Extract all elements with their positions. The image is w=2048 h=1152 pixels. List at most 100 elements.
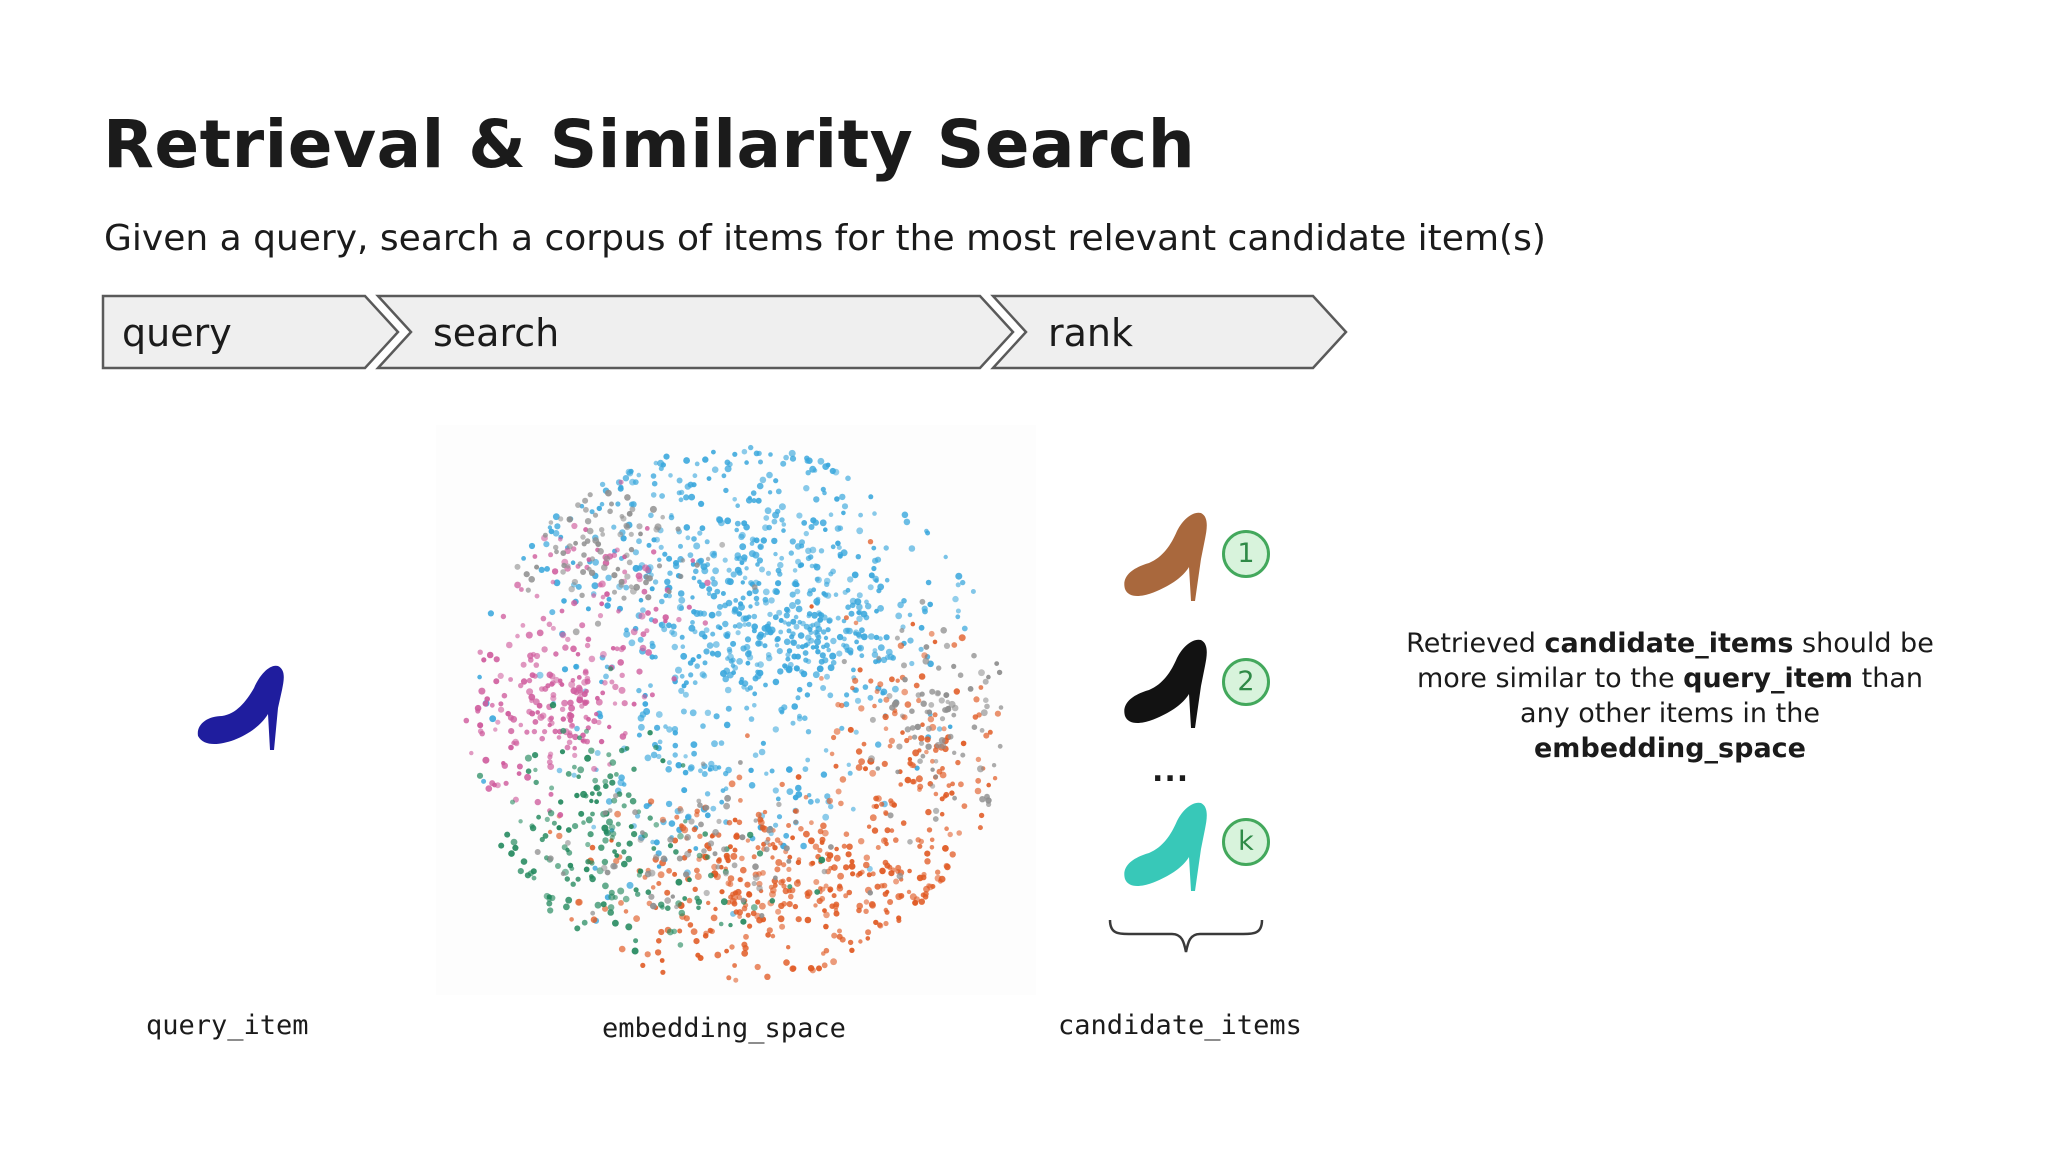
embedding-point [633, 915, 640, 922]
embedding-point [630, 587, 637, 595]
embedding-point [917, 748, 922, 753]
embedding-point [520, 678, 528, 685]
embedding-point [722, 557, 728, 563]
embedding-point [712, 641, 720, 648]
embedding-point [622, 895, 630, 903]
embedding-point [698, 821, 704, 828]
embedding-point [609, 759, 617, 766]
embedding-point [771, 537, 778, 545]
embedding-point [847, 576, 854, 583]
embedding-point [542, 532, 548, 538]
embedding-point [779, 923, 786, 930]
embedding-point [567, 711, 573, 717]
embedding-point [992, 776, 998, 781]
embedding-point [743, 523, 750, 531]
embedding-point [977, 825, 983, 831]
embedding-point [680, 763, 686, 768]
embedding-point [904, 737, 910, 744]
embedding-point [622, 569, 628, 575]
embedding-point [663, 453, 670, 460]
embedding-point [747, 685, 753, 691]
embedding-point [746, 621, 752, 627]
embedding-point [566, 516, 573, 523]
embedding-point [602, 837, 609, 844]
embedding-point [680, 644, 686, 649]
embedding-point [645, 649, 652, 656]
stage-rank-label: rank [1048, 311, 1133, 355]
embedding-point [683, 915, 690, 922]
embedding-point [875, 741, 882, 748]
stage-search-label: search [433, 311, 560, 355]
embedding-point [983, 697, 989, 703]
embedding-point [717, 603, 723, 610]
embedding-point [867, 694, 874, 701]
embedding-point [909, 708, 915, 714]
embedding-point [885, 889, 890, 895]
embedding-point [756, 850, 764, 857]
embedding-point [742, 575, 748, 581]
embedding-point [796, 644, 801, 650]
embedding-point [909, 725, 916, 731]
embedding-point [895, 769, 900, 775]
embedding-point [650, 473, 657, 479]
embedding-point [538, 566, 545, 573]
embedding-point [683, 871, 690, 878]
embedding-point [806, 457, 813, 464]
embedding-point [847, 939, 854, 946]
embedding-point [584, 675, 591, 682]
embedding-point [918, 646, 924, 652]
embedding-point [743, 933, 749, 940]
embedding-point [664, 578, 671, 585]
embedding-point [568, 681, 576, 688]
embedding-point [694, 562, 700, 568]
embedding-point [869, 814, 877, 822]
embedding-point [830, 544, 836, 550]
embedding-point [700, 723, 706, 729]
embedding-point [762, 643, 768, 649]
pipeline-arrows [101, 294, 1348, 370]
embedding-point [676, 477, 683, 484]
embedding-point [775, 796, 781, 802]
embedding-point [741, 448, 748, 455]
embedding-point [631, 766, 637, 772]
embedding-point [711, 449, 716, 455]
embedding-point [586, 716, 591, 722]
embedding-point [624, 494, 631, 501]
embedding-point [561, 699, 568, 707]
embedding-point [688, 493, 696, 501]
embedding-point [924, 736, 931, 743]
embedding-point [536, 671, 544, 679]
embedding-point [726, 819, 733, 826]
embedding-point [606, 752, 612, 758]
embedding-point [683, 457, 690, 464]
embedding-point [690, 558, 696, 563]
embedding-point [757, 819, 765, 826]
embedding-point [626, 840, 633, 847]
embedding-point [705, 562, 711, 568]
embedding-point [595, 698, 603, 706]
embedding-point [683, 754, 688, 759]
embedding-point [950, 781, 955, 787]
embedding-point [947, 733, 954, 740]
embedding-point [683, 524, 691, 531]
embedding-point [837, 525, 844, 531]
embedding-point [806, 590, 813, 597]
embedding-point [873, 659, 879, 665]
embedding-point [623, 909, 629, 914]
embedding-point [531, 728, 538, 735]
embedding-point [891, 710, 898, 717]
embedding-point [678, 497, 684, 503]
embedding-point [698, 500, 705, 507]
embedding-point [560, 569, 566, 575]
embedding-point [508, 728, 515, 735]
embedding-point [636, 523, 643, 530]
embedding-point [835, 615, 841, 621]
embedding-point [839, 493, 846, 501]
embedding-point [517, 868, 524, 875]
embedding-point [933, 759, 939, 764]
embedding-point [543, 541, 550, 548]
embedding-point [744, 705, 750, 711]
query-shoe-icon [190, 650, 290, 764]
embedding-point [677, 928, 683, 934]
embedding-point [777, 561, 784, 569]
